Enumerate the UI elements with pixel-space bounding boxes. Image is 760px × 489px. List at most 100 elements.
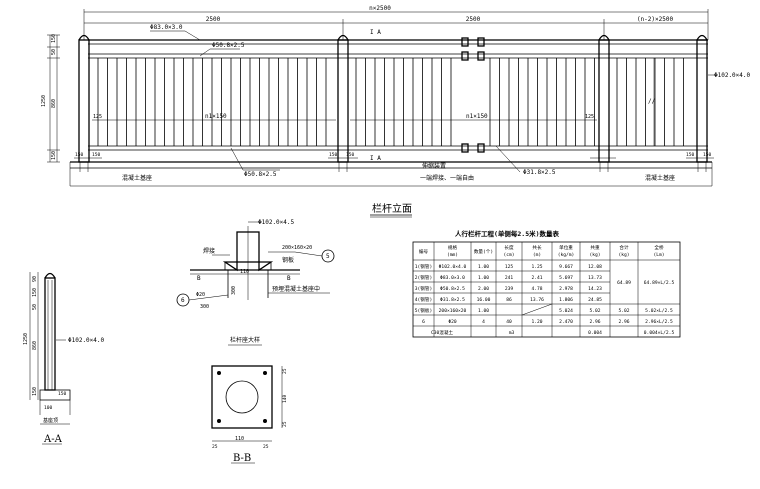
dim-span2: 2500 bbox=[466, 16, 481, 23]
table-header: 长度 bbox=[504, 244, 514, 251]
table-cell: 2(钢管) bbox=[415, 274, 433, 281]
bb-w-side1: 25 bbox=[212, 444, 218, 450]
table-header: (kg) bbox=[589, 252, 600, 258]
aa-d2: 150 bbox=[32, 288, 38, 297]
detail-callout5: 5 bbox=[326, 253, 330, 260]
table-cell: 5.02 bbox=[589, 308, 600, 314]
table-cell: 1.20 bbox=[531, 319, 542, 325]
label-base-right: 混凝土基座 bbox=[645, 174, 675, 182]
label-section-mark2: I A bbox=[370, 155, 381, 162]
detail-mark-b1: B bbox=[197, 275, 201, 282]
section-bb: 25 110 25 25 140 25 B-B bbox=[211, 365, 288, 464]
detail-depth: 300 bbox=[231, 286, 237, 295]
table-cell: 239 bbox=[505, 286, 514, 292]
detail-title: 栏杆座大样 bbox=[230, 336, 260, 344]
dim-span1: 2500 bbox=[206, 16, 221, 23]
aa-d5: 860 bbox=[32, 341, 38, 350]
dim-p2: 125 bbox=[585, 114, 594, 120]
bb-w-total: 110 bbox=[235, 436, 244, 442]
aa-d8: 150 bbox=[58, 391, 67, 397]
table-cell: 1.806 bbox=[559, 297, 573, 303]
table-cell: 12.08 bbox=[588, 264, 602, 270]
table-cell: 1.00 bbox=[478, 308, 489, 314]
svg-text://: // bbox=[648, 98, 656, 105]
dim-base-l2: 150 bbox=[92, 152, 101, 158]
bb-h-c: 25 bbox=[282, 421, 288, 427]
table-cell: 241 bbox=[505, 275, 514, 281]
table-cell: Φ83.0×3.0 bbox=[440, 275, 465, 281]
detail-plate-label: 钢板 bbox=[282, 256, 294, 264]
aa-post: Φ102.0×4.0 bbox=[68, 337, 105, 344]
table-header: (Lm) bbox=[653, 252, 664, 258]
detail-anchor-len: 300 bbox=[200, 304, 209, 310]
dim-mid2: 150 bbox=[346, 152, 355, 158]
table-header: 单位重 bbox=[559, 244, 573, 251]
table-last-name: C30混凝土 bbox=[431, 329, 453, 336]
table-cell: 9.667 bbox=[559, 264, 573, 270]
bb-w-side2: 25 bbox=[263, 444, 269, 450]
table-cell: 5.697 bbox=[559, 275, 573, 281]
balusters bbox=[97, 58, 684, 146]
table-cell: 24.85 bbox=[588, 297, 602, 303]
detail-pipe: Φ102.0×4.5 bbox=[258, 219, 295, 226]
table-cell: 125 bbox=[505, 264, 514, 270]
dim-total: n×2500 bbox=[369, 5, 391, 12]
label-bal-count2: n1×150 bbox=[466, 113, 488, 120]
detail-mark-b2: B bbox=[287, 275, 291, 282]
table-cell: 5.024 bbox=[559, 308, 573, 314]
table-cell: 86 bbox=[506, 297, 512, 303]
table-cell: Φ31.8×2.5 bbox=[440, 297, 465, 303]
post-base-detail: Φ102.0×4.5 焊接 200×160×20 钢板 5 B B 110 30… bbox=[176, 219, 335, 346]
dim-p1: 125 bbox=[93, 114, 102, 120]
dim-h1: 150 bbox=[51, 34, 57, 43]
label-base-left: 混凝土基座 bbox=[122, 174, 152, 182]
bb-title: B-B bbox=[233, 453, 251, 464]
table-cell: Φ102.0×4.0 bbox=[439, 264, 467, 270]
table-cell: 5.02 bbox=[618, 308, 629, 314]
table-merged-bridge: 64.89×L/2.5 bbox=[644, 280, 675, 286]
detail-embed: 预埋混凝土基座中 bbox=[272, 285, 320, 293]
dim-h5: 150 bbox=[51, 151, 57, 160]
dim-base-l1: 150 bbox=[75, 152, 84, 158]
table-cell: 4.78 bbox=[531, 286, 542, 292]
table-cell: 2.96 bbox=[589, 319, 600, 325]
table-cell: 2.00 bbox=[478, 286, 489, 292]
label-section-mark1: I A bbox=[370, 29, 381, 36]
table-cell: 4 bbox=[482, 319, 485, 325]
table-header: 共重 bbox=[590, 244, 600, 251]
detail-anchor: Φ20 bbox=[196, 292, 205, 298]
table-header: 数量(个) bbox=[474, 248, 493, 255]
table-header: (mm) bbox=[447, 252, 458, 258]
table-cell: Φ20 bbox=[448, 319, 457, 325]
bb-h-a: 25 bbox=[282, 368, 288, 374]
table-last-value: 0.004 bbox=[588, 330, 602, 336]
table-title: 人行栏杆工程(单侧每2.5米)数量表 bbox=[455, 229, 560, 238]
table-cell: 1.00 bbox=[478, 264, 489, 270]
table-header: (m) bbox=[533, 252, 541, 258]
posts bbox=[78, 34, 708, 163]
table-header: 共长 bbox=[532, 244, 542, 251]
dim-h3: 1250 bbox=[41, 95, 47, 107]
table-cell: 5(钢板) bbox=[415, 307, 433, 314]
table-cell: 2.978 bbox=[559, 286, 573, 292]
label-expansion: 伸缩装置 bbox=[422, 162, 446, 170]
table-cell: 5.02×L/2.5 bbox=[645, 308, 673, 314]
table-cell: 1.00 bbox=[478, 275, 489, 281]
table-cell: 200×160×20 bbox=[439, 308, 467, 314]
table-merged-total: 64.89 bbox=[617, 280, 631, 286]
table-cell: 4(钢管) bbox=[415, 296, 433, 303]
dim-span3: (n-2)×2500 bbox=[637, 16, 674, 23]
table-header: 规格 bbox=[448, 244, 458, 251]
label-baluster: Φ31.8×2.5 bbox=[523, 169, 556, 176]
table-cell: 16.00 bbox=[477, 297, 491, 303]
detail-plate: 200×160×20 bbox=[282, 245, 312, 251]
table-cell: 2.96×L/2.5 bbox=[645, 319, 673, 325]
detail-width: 110 bbox=[240, 269, 249, 275]
aa-d1: 90 bbox=[32, 276, 38, 282]
aa-d3: 50 bbox=[32, 304, 38, 310]
table-cell: 2.96 bbox=[618, 319, 629, 325]
table-cell: 2.41 bbox=[531, 275, 542, 281]
quantity-table: 人行栏杆工程(单侧每2.5米)数量表 编号规格(mm)数量(个)长度(cm)共长… bbox=[412, 229, 681, 338]
label-top-rail: Φ83.0×3.0 bbox=[150, 24, 183, 31]
